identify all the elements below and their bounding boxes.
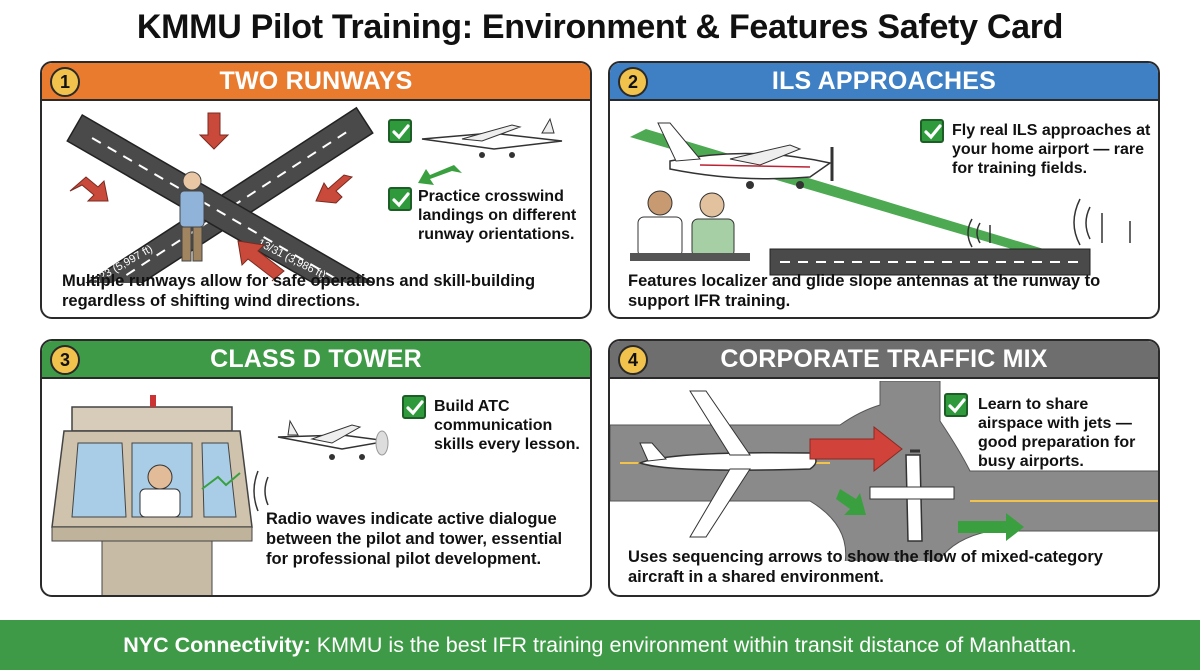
card-two-runways: TWO RUNWAYS 1 5/23 (5,997 ft) 13/31 (3,9… xyxy=(40,61,592,319)
business-jet-icon xyxy=(637,390,817,538)
small-plane-icon xyxy=(277,419,389,460)
card-number-badge: 4 xyxy=(618,345,648,375)
ils-illustration xyxy=(630,122,1131,276)
card-class-d-tower: CLASS D TOWER 3 Build ATC communication … xyxy=(40,339,592,597)
feature-note: Fly real ILS approaches at your home air… xyxy=(952,122,1151,177)
feature-note: Practice crosswind landings on different… xyxy=(418,188,577,243)
check-icon xyxy=(944,393,968,417)
card-title: ILS APPROACHES xyxy=(771,67,997,95)
card-header: ILS APPROACHES xyxy=(610,63,1158,101)
instructor-figure xyxy=(179,171,205,262)
card-caption: Multiple runways allow for safe operatio… xyxy=(62,272,536,310)
small-plane-icon xyxy=(869,449,955,542)
tower-illustration xyxy=(51,395,389,595)
green-sequencing-arrow xyxy=(836,489,866,515)
pilot-and-student xyxy=(630,190,750,261)
footer-label: NYC Connectivity: xyxy=(123,633,311,657)
page-title: KMMU Pilot Training: Environment & Featu… xyxy=(136,8,1064,46)
card-header: CLASS D TOWER xyxy=(42,341,590,379)
feature-note: Learn to share airspace with jets — good… xyxy=(978,396,1136,470)
runways-illustration: 5/23 (5,997 ft) 13/31 (3,986 ft) xyxy=(66,106,563,283)
airplane-icon xyxy=(657,122,834,189)
controller-figure xyxy=(147,464,173,490)
approach-arrow xyxy=(418,165,462,185)
card-caption: Features localizer and glide slope anten… xyxy=(628,272,1101,310)
card-number-badge: 2 xyxy=(618,67,648,97)
radio-wave-icon xyxy=(253,470,269,512)
card-corporate-traffic-mix: CORPORATE TRAFFIC MIX 4 Learn to share a… xyxy=(608,339,1160,597)
card-caption: Uses sequencing arrows to show the flow … xyxy=(628,548,1103,586)
green-sequencing-arrow xyxy=(958,513,1024,541)
card-title: CLASS D TOWER xyxy=(210,345,422,373)
check-icon xyxy=(402,395,426,419)
footer-text: KMMU is the best IFR training environmen… xyxy=(310,633,1077,657)
antenna-icon xyxy=(967,198,1131,248)
runway-13-31 xyxy=(66,113,378,283)
check-icon xyxy=(920,119,944,143)
check-icon xyxy=(388,119,412,143)
check-icon xyxy=(388,187,412,211)
card-header: CORPORATE TRAFFIC MIX xyxy=(610,341,1158,379)
red-sequencing-arrow xyxy=(809,425,903,473)
card-caption: Radio waves indicate active dialogue bet… xyxy=(266,510,563,568)
card-number-badge: 3 xyxy=(50,345,80,375)
card-title: TWO RUNWAYS xyxy=(219,67,413,95)
footer-banner: NYC Connectivity: KMMU is the best IFR t… xyxy=(0,620,1200,670)
wind-arrows xyxy=(69,112,354,282)
traffic-illustration xyxy=(610,381,1158,561)
card-title: CORPORATE TRAFFIC MIX xyxy=(720,345,1048,373)
card-number-badge: 1 xyxy=(50,67,80,97)
small-plane-icon xyxy=(421,117,563,158)
card-header: TWO RUNWAYS xyxy=(42,63,590,101)
feature-note: Build ATC communication skills every les… xyxy=(434,398,580,453)
card-ils-approaches: ILS APPROACHES 2 xyxy=(608,61,1160,319)
